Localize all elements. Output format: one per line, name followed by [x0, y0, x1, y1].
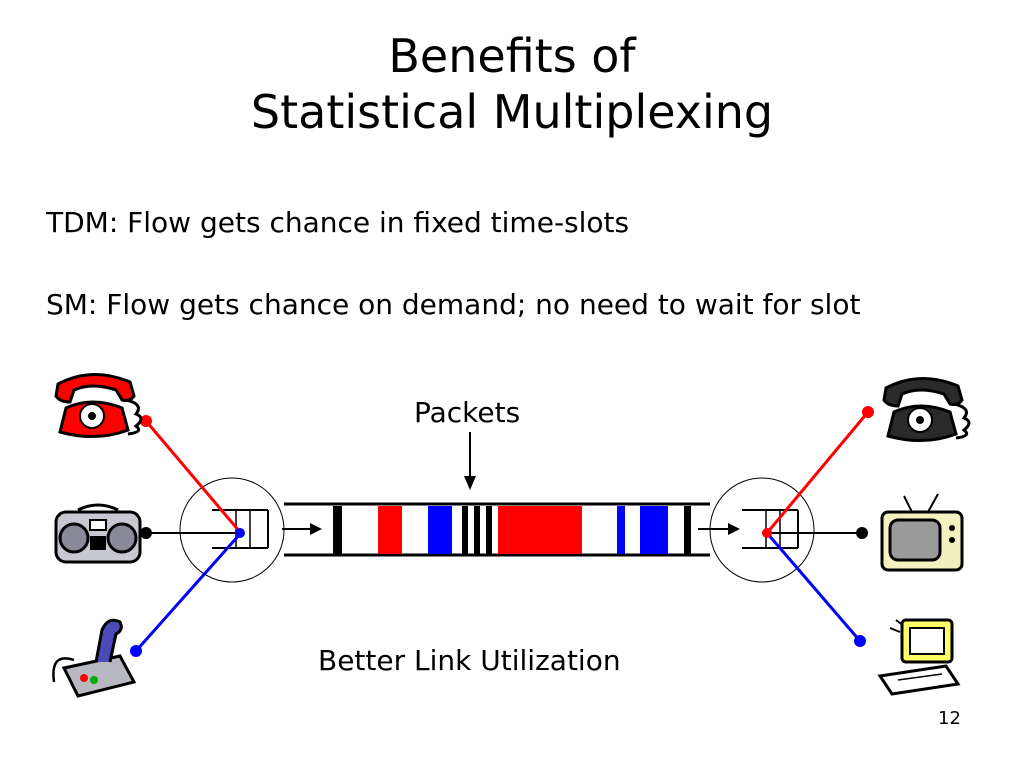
- black-flow-dot-right: [856, 527, 868, 539]
- left-junction-dot: [235, 528, 245, 538]
- packet-black: [684, 506, 691, 554]
- page-number: 12: [938, 708, 961, 729]
- packet-black: [486, 506, 492, 554]
- black-telephone-icon: [882, 376, 971, 443]
- diagram-caption: Better Link Utilization: [318, 644, 621, 677]
- red-flow-dot-left: [140, 415, 152, 427]
- red-flow-line-left: [144, 420, 242, 533]
- link-pipe: [284, 502, 710, 557]
- packet-black: [474, 506, 480, 554]
- bullet-sm: SM: Flow gets chance on demand; no need …: [46, 288, 861, 321]
- arrow-into-link: [282, 523, 322, 535]
- joystick-icon: [52, 618, 137, 698]
- right-junction-dot: [762, 528, 772, 538]
- black-flow-dot-left: [140, 527, 152, 539]
- red-telephone-icon: [54, 372, 143, 439]
- slide-title: Benefits of Statistical Multiplexing: [0, 28, 1024, 140]
- packet-stream: [333, 506, 691, 554]
- blue-flow-line-right: [765, 532, 862, 642]
- television-icon: [880, 493, 964, 572]
- packet-blue: [617, 506, 625, 554]
- packets-pointer-arrow: [464, 432, 476, 490]
- packet-black: [462, 506, 468, 554]
- packet-blue: [640, 506, 668, 554]
- blue-flow-dot-left: [130, 645, 142, 657]
- packets-label: Packets: [414, 396, 521, 429]
- arrow-out-of-link: [698, 523, 740, 535]
- boombox-radio-icon: [54, 503, 142, 564]
- blue-flow-line-left: [134, 533, 242, 652]
- packet-black: [333, 506, 342, 554]
- bullet-tdm: TDM: Flow gets chance in fixed time-slot…: [46, 206, 630, 239]
- blue-flow-dot-right: [854, 635, 866, 647]
- packet-blue: [428, 506, 452, 554]
- red-flow-line-right: [765, 411, 870, 534]
- red-flow-dot-right: [862, 406, 874, 418]
- packet-red: [378, 506, 402, 554]
- title-line-1: Benefits of: [388, 29, 636, 83]
- computer-icon: [877, 618, 961, 696]
- title-line-2: Statistical Multiplexing: [250, 85, 774, 139]
- packet-red: [498, 506, 582, 554]
